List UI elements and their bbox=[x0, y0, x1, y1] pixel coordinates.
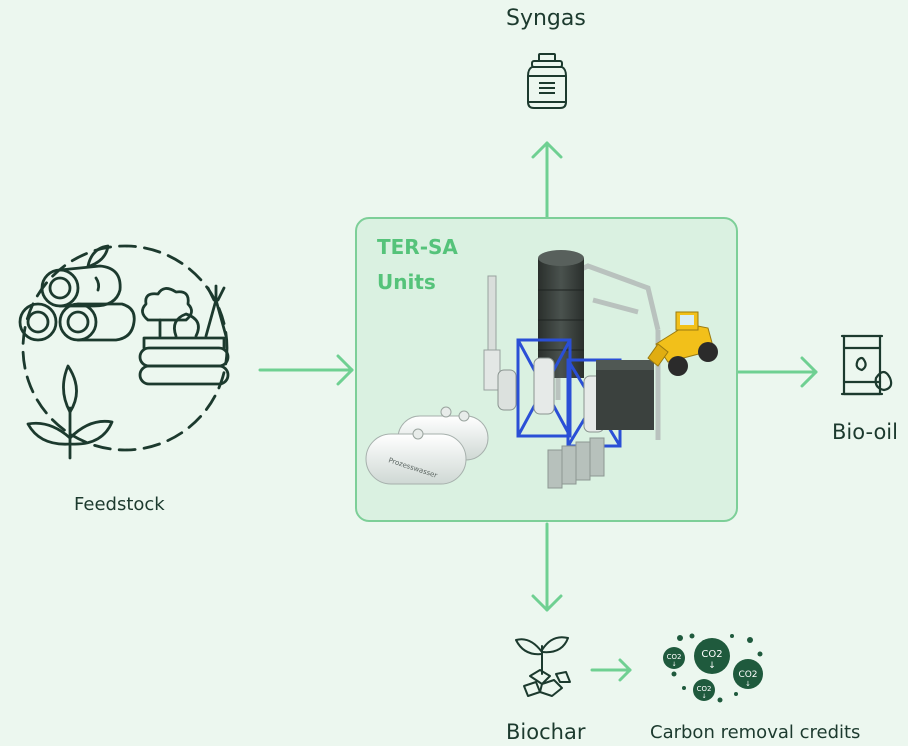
co2-bubble: CO2 ↓ bbox=[694, 638, 730, 674]
svg-text:↓: ↓ bbox=[671, 661, 676, 668]
feedstock-icon bbox=[18, 244, 230, 460]
svg-text:↓: ↓ bbox=[701, 693, 706, 700]
arrow-to-credits bbox=[590, 658, 632, 682]
oil-barrel-icon bbox=[840, 334, 893, 396]
enclosure bbox=[596, 360, 654, 430]
svg-text:CO2: CO2 bbox=[697, 685, 712, 693]
svg-text:CO2: CO2 bbox=[667, 653, 682, 661]
storage-tanks: Prozesswasser bbox=[365, 406, 489, 485]
co2-bubble: CO2 ↓ bbox=[663, 647, 685, 669]
carbon-credits-label: Carbon removal credits bbox=[650, 722, 861, 743]
arrow-to-syngas bbox=[531, 141, 563, 219]
arrow-from-feedstock bbox=[258, 354, 354, 386]
biochar-sprout-icon bbox=[515, 636, 571, 697]
gas-cylinder-icon bbox=[527, 53, 567, 109]
co2-bubble: CO2 ↓ bbox=[693, 679, 715, 701]
arrow-to-bio-oil bbox=[736, 356, 818, 388]
svg-text:↓: ↓ bbox=[745, 680, 751, 688]
svg-text:CO2: CO2 bbox=[738, 670, 757, 680]
co2-credits-icon: CO2 ↓ CO2 ↓ CO2 ↓ CO2 ↓ bbox=[663, 633, 763, 703]
frame-left bbox=[516, 338, 572, 438]
plant-machinery-illustration: Prozesswasser bbox=[365, 250, 718, 489]
arrow-to-biochar bbox=[531, 522, 563, 612]
co2-bubble: CO2 ↓ bbox=[733, 659, 763, 689]
unit-title: TER-SA bbox=[377, 235, 458, 259]
unit-subtitle: Units bbox=[377, 270, 436, 294]
wheel-loader bbox=[647, 311, 718, 376]
bio-oil-label: Bio-oil bbox=[832, 420, 898, 444]
svg-text:↓: ↓ bbox=[708, 661, 716, 671]
feedstock-label: Feedstock bbox=[74, 494, 165, 515]
biochar-label: Biochar bbox=[506, 720, 586, 744]
syngas-label: Syngas bbox=[506, 6, 586, 31]
svg-text:CO2: CO2 bbox=[701, 649, 722, 660]
